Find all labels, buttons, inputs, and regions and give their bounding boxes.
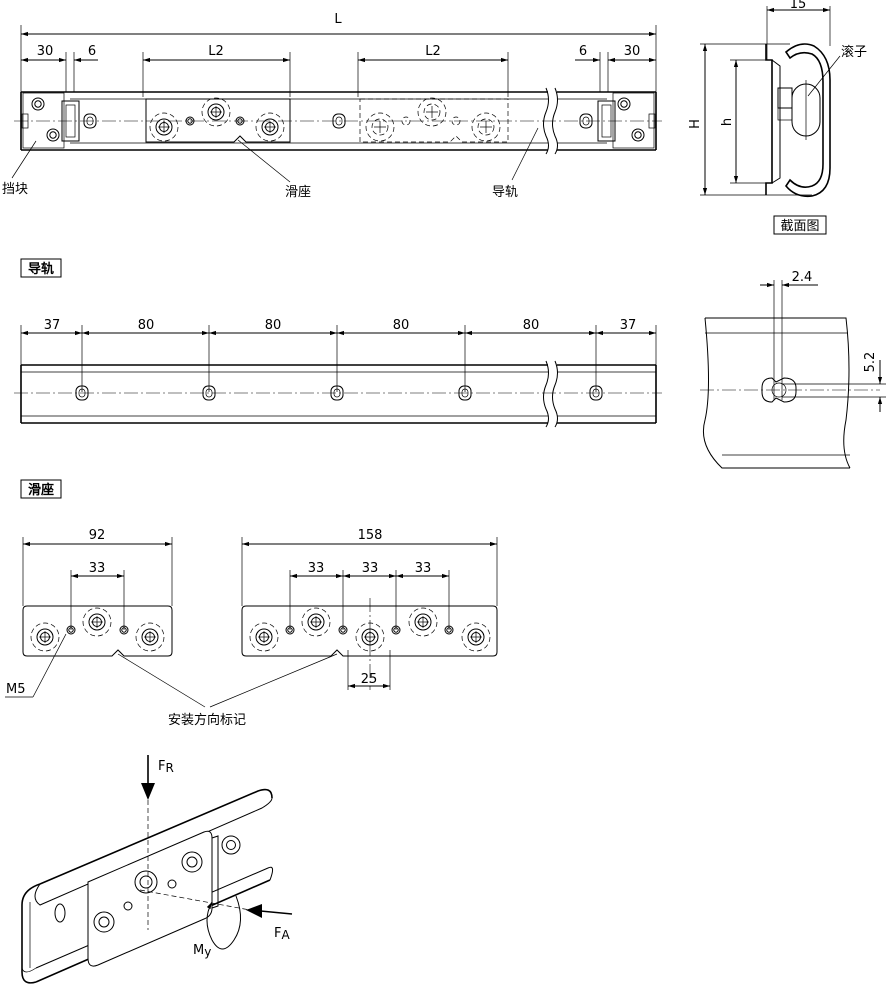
dim-label-pitch-right: L2 bbox=[425, 44, 441, 59]
rail-slot-holes bbox=[75, 385, 603, 401]
callout-slider: 滑座 bbox=[285, 185, 311, 200]
assembly-view: L 30 6 L2 L2 6 30 bbox=[2, 12, 662, 200]
long-slider-pitch-2: 33 bbox=[415, 561, 432, 576]
long-slider-center-offset: 25 bbox=[361, 672, 378, 687]
slot-offset-label: 5.2 bbox=[863, 352, 878, 373]
long-slider-length: 158 bbox=[358, 528, 383, 543]
rail-dim-1: 80 bbox=[138, 318, 155, 333]
isometric-load-view: FR FA My bbox=[21, 755, 293, 984]
tag-rail-box bbox=[20, 258, 62, 278]
mark-label: 安装方向标记 bbox=[168, 712, 246, 728]
cross-section-view: 15 H h 滚子 截面图 bbox=[688, 0, 867, 235]
slider-carriage-solid bbox=[145, 97, 291, 143]
callout-roller: 滚子 bbox=[841, 44, 867, 60]
stopper-screw-icon bbox=[631, 128, 645, 142]
rail-dim-5: 37 bbox=[620, 318, 637, 333]
dim-label-gap-right: 6 bbox=[579, 44, 587, 59]
moment-label: My bbox=[193, 943, 211, 959]
rail-dim-0: 37 bbox=[44, 318, 61, 333]
axial-load-label: FA bbox=[274, 926, 290, 942]
dim-label-end-right: 30 bbox=[624, 44, 641, 59]
long-slider-outline bbox=[241, 605, 498, 657]
rail-view: 导轨 37 80 80 80 80 37 bbox=[14, 258, 662, 428]
slider-carriage-hidden bbox=[359, 97, 509, 143]
slot-detail-view: 2.4 5.2 bbox=[700, 270, 886, 469]
stopper-screw-icon bbox=[31, 97, 45, 111]
short-slider-pitch: 33 bbox=[89, 561, 106, 576]
dim-label-h: h bbox=[720, 118, 735, 126]
dim-label-pitch-left: L2 bbox=[208, 44, 224, 59]
dim-label-gap-left: 6 bbox=[88, 44, 96, 59]
long-slider-pitch-0: 33 bbox=[308, 561, 325, 576]
dim-label-L: L bbox=[334, 12, 342, 27]
stopper-screw-icon bbox=[617, 97, 631, 111]
rail-outline bbox=[20, 91, 657, 151]
section-caption: 截面图 bbox=[780, 219, 819, 234]
section-caption-box bbox=[773, 215, 827, 235]
dim-label-end-left: 30 bbox=[37, 44, 54, 59]
slot-outline bbox=[761, 377, 797, 403]
dim-label-H: H bbox=[688, 119, 703, 129]
short-slider-length: 92 bbox=[89, 528, 106, 543]
rail-dim-4: 80 bbox=[523, 318, 540, 333]
stopper-screw-icon bbox=[46, 128, 60, 142]
callout-rail: 导轨 bbox=[492, 185, 518, 200]
thread-label: M5 bbox=[6, 682, 26, 697]
radial-load-label: FR bbox=[158, 759, 174, 775]
slider-views: 滑座 92 33 158 33 33 33 bbox=[5, 479, 498, 728]
callout-stopper: 挡块 bbox=[2, 182, 28, 197]
rail-dim-3: 80 bbox=[393, 318, 410, 333]
rail-mounting-holes bbox=[83, 113, 593, 129]
rail-c-profile bbox=[784, 43, 831, 198]
dim-label-section-width: 15 bbox=[790, 0, 807, 12]
tag-slider: 滑座 bbox=[28, 482, 54, 498]
tag-rail: 导轨 bbox=[28, 261, 54, 277]
tag-slider-box bbox=[20, 479, 62, 499]
long-slider-pitch-1: 33 bbox=[362, 561, 379, 576]
short-slider-outline bbox=[22, 605, 173, 657]
rail-dim-2: 80 bbox=[265, 318, 282, 333]
slot-width-label: 2.4 bbox=[792, 270, 813, 285]
